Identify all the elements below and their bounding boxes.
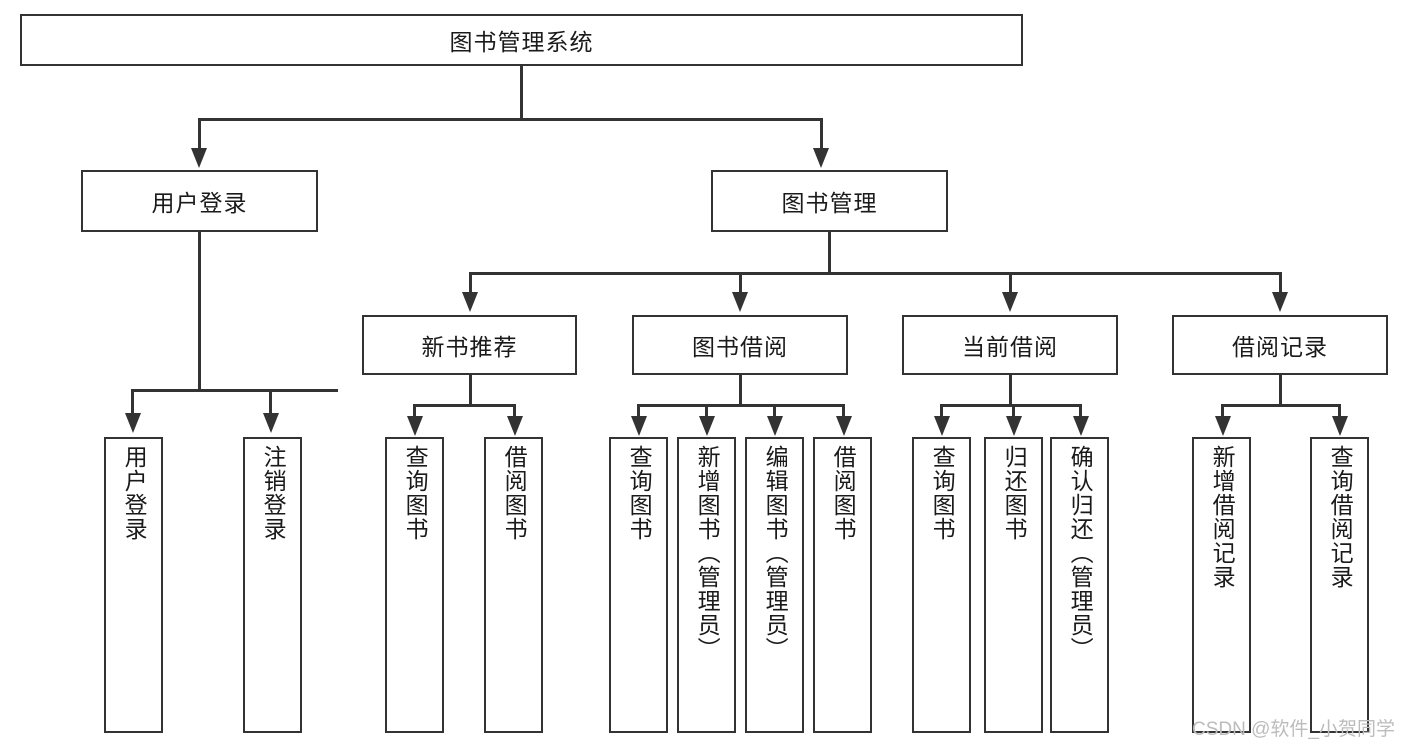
node-label: 新增图书（管理员） [694, 445, 721, 661]
node-leaf-user-logout[interactable]: 注销登录 [243, 437, 302, 733]
node-label: 查询图书 [929, 445, 956, 541]
connector-root-to-book-manage [820, 118, 823, 150]
node-label: 借阅记录 [1232, 334, 1328, 360]
node-leaf-bor-query-book[interactable]: 查询图书 [609, 437, 668, 733]
connector-current-borrow-stem [1009, 375, 1012, 407]
connector-book-borrow-bus [637, 404, 845, 407]
connector-book-manage-stem [828, 232, 831, 274]
connector-borrow-record-b1 [1221, 404, 1224, 418]
node-label: 图书管理 [781, 190, 878, 216]
node-label: 新增借阅记录 [1209, 445, 1236, 589]
connector-new-book-rec-b1 [413, 404, 416, 418]
connector-user-login-bus [131, 389, 338, 392]
csdn-watermark: CSDN @软件_小贺同学 [1192, 719, 1395, 740]
node-label: 归还图书 [1001, 445, 1028, 541]
connector-book-manage-b2 [739, 272, 742, 294]
node-label: 借阅图书 [830, 445, 857, 541]
connector-root-stem [520, 66, 523, 118]
arrowhead-leaf-cur-confirm [1073, 416, 1089, 436]
connector-new-book-rec-stem [469, 375, 472, 407]
node-leaf-bor-add-book[interactable]: 新增图书（管理员） [677, 437, 736, 733]
node-current-borrow[interactable]: 当前借阅 [902, 315, 1118, 375]
node-book-manage[interactable]: 图书管理 [711, 170, 948, 232]
connector-book-manage-b1 [469, 272, 472, 294]
connector-root-bus [198, 118, 823, 121]
arrowhead-borrow-record [1272, 292, 1288, 312]
node-label: 编辑图书（管理员） [762, 445, 789, 661]
connector-current-borrow-b1 [940, 404, 943, 418]
node-label: 用户登录 [151, 190, 248, 216]
node-borrow-record[interactable]: 借阅记录 [1172, 315, 1388, 375]
node-new-book-rec[interactable]: 新书推荐 [362, 315, 577, 375]
node-label: 确认归还（管理员） [1067, 445, 1094, 661]
arrowhead-leaf-user-logout [263, 413, 279, 433]
connector-borrow-record-bus [1221, 404, 1341, 407]
arrowhead-leaf-bor-add-book [699, 416, 715, 436]
connector-borrow-record-stem [1279, 375, 1282, 407]
node-label: 注销登录 [260, 445, 287, 541]
node-leaf-cur-query-book[interactable]: 查询图书 [912, 437, 971, 733]
connector-root-to-user-login [198, 118, 201, 150]
node-label: 借阅图书 [501, 445, 528, 541]
connector-book-borrow-stem [739, 375, 742, 407]
arrowhead-leaf-rec-add-record [1215, 416, 1231, 436]
node-leaf-rec-add-record[interactable]: 新增借阅记录 [1192, 437, 1251, 733]
node-leaf-rec-query-book[interactable]: 查询图书 [385, 437, 444, 733]
node-leaf-cur-confirm[interactable]: 确认归还（管理员） [1050, 437, 1109, 733]
connector-new-book-rec-bus [413, 404, 516, 407]
node-label: 查询借阅记录 [1327, 445, 1354, 589]
connector-borrow-record-b2 [1338, 404, 1341, 418]
node-user-login[interactable]: 用户登录 [81, 170, 318, 232]
arrowhead-leaf-cur-query-book [934, 416, 950, 436]
node-leaf-user-login[interactable]: 用户登录 [104, 437, 163, 733]
node-label: 图书管理系统 [449, 29, 594, 55]
node-label: 当前借阅 [962, 334, 1058, 360]
arrowhead-leaf-rec-query-record [1332, 416, 1348, 436]
arrowhead-user-login [191, 148, 207, 168]
connector-user-login-b2 [269, 389, 272, 415]
arrowhead-leaf-rec-borrow-book [507, 416, 523, 436]
node-label: 新书推荐 [421, 334, 518, 360]
connector-book-borrow-b1 [637, 404, 640, 418]
connector-new-book-rec-b2 [513, 404, 516, 418]
arrowhead-leaf-bor-edit-book [767, 416, 783, 436]
arrowhead-leaf-user-login [125, 413, 141, 433]
arrowhead-current-borrow [1002, 292, 1018, 312]
connector-current-borrow-b2 [1012, 404, 1015, 418]
node-leaf-rec-borrow-book[interactable]: 借阅图书 [484, 437, 543, 733]
arrowhead-leaf-bor-borrow-book [836, 416, 852, 436]
arrowhead-new-book-rec [462, 292, 478, 312]
connector-user-login-b1 [131, 389, 134, 415]
node-leaf-bor-edit-book[interactable]: 编辑图书（管理员） [745, 437, 804, 733]
node-leaf-cur-return-book[interactable]: 归还图书 [984, 437, 1043, 733]
arrowhead-leaf-bor-query-book [631, 416, 647, 436]
connector-book-borrow-b2 [705, 404, 708, 418]
connector-book-manage-b3 [1009, 272, 1012, 294]
node-label: 用户登录 [121, 445, 148, 541]
connector-book-manage-b4 [1279, 272, 1282, 294]
node-label: 查询图书 [402, 445, 429, 541]
node-label: 图书借阅 [692, 334, 788, 360]
arrowhead-leaf-rec-query-book [407, 416, 423, 436]
node-leaf-bor-borrow-book[interactable]: 借阅图书 [813, 437, 872, 733]
node-leaf-rec-query-record[interactable]: 查询借阅记录 [1310, 437, 1369, 733]
node-label: 查询图书 [626, 445, 653, 541]
connector-current-borrow-b3 [1079, 404, 1082, 418]
connector-book-borrow-b4 [842, 404, 845, 418]
connector-current-borrow-bus [940, 404, 1082, 407]
node-root[interactable]: 图书管理系统 [20, 14, 1023, 66]
connector-book-borrow-b3 [773, 404, 776, 418]
connector-user-login-stem [198, 232, 201, 392]
node-book-borrow[interactable]: 图书借阅 [632, 315, 848, 375]
arrowhead-leaf-cur-return-book [1006, 416, 1022, 436]
connector-book-manage-bus [469, 272, 1281, 275]
arrowhead-book-borrow [732, 292, 748, 312]
arrowhead-book-manage [813, 148, 829, 168]
